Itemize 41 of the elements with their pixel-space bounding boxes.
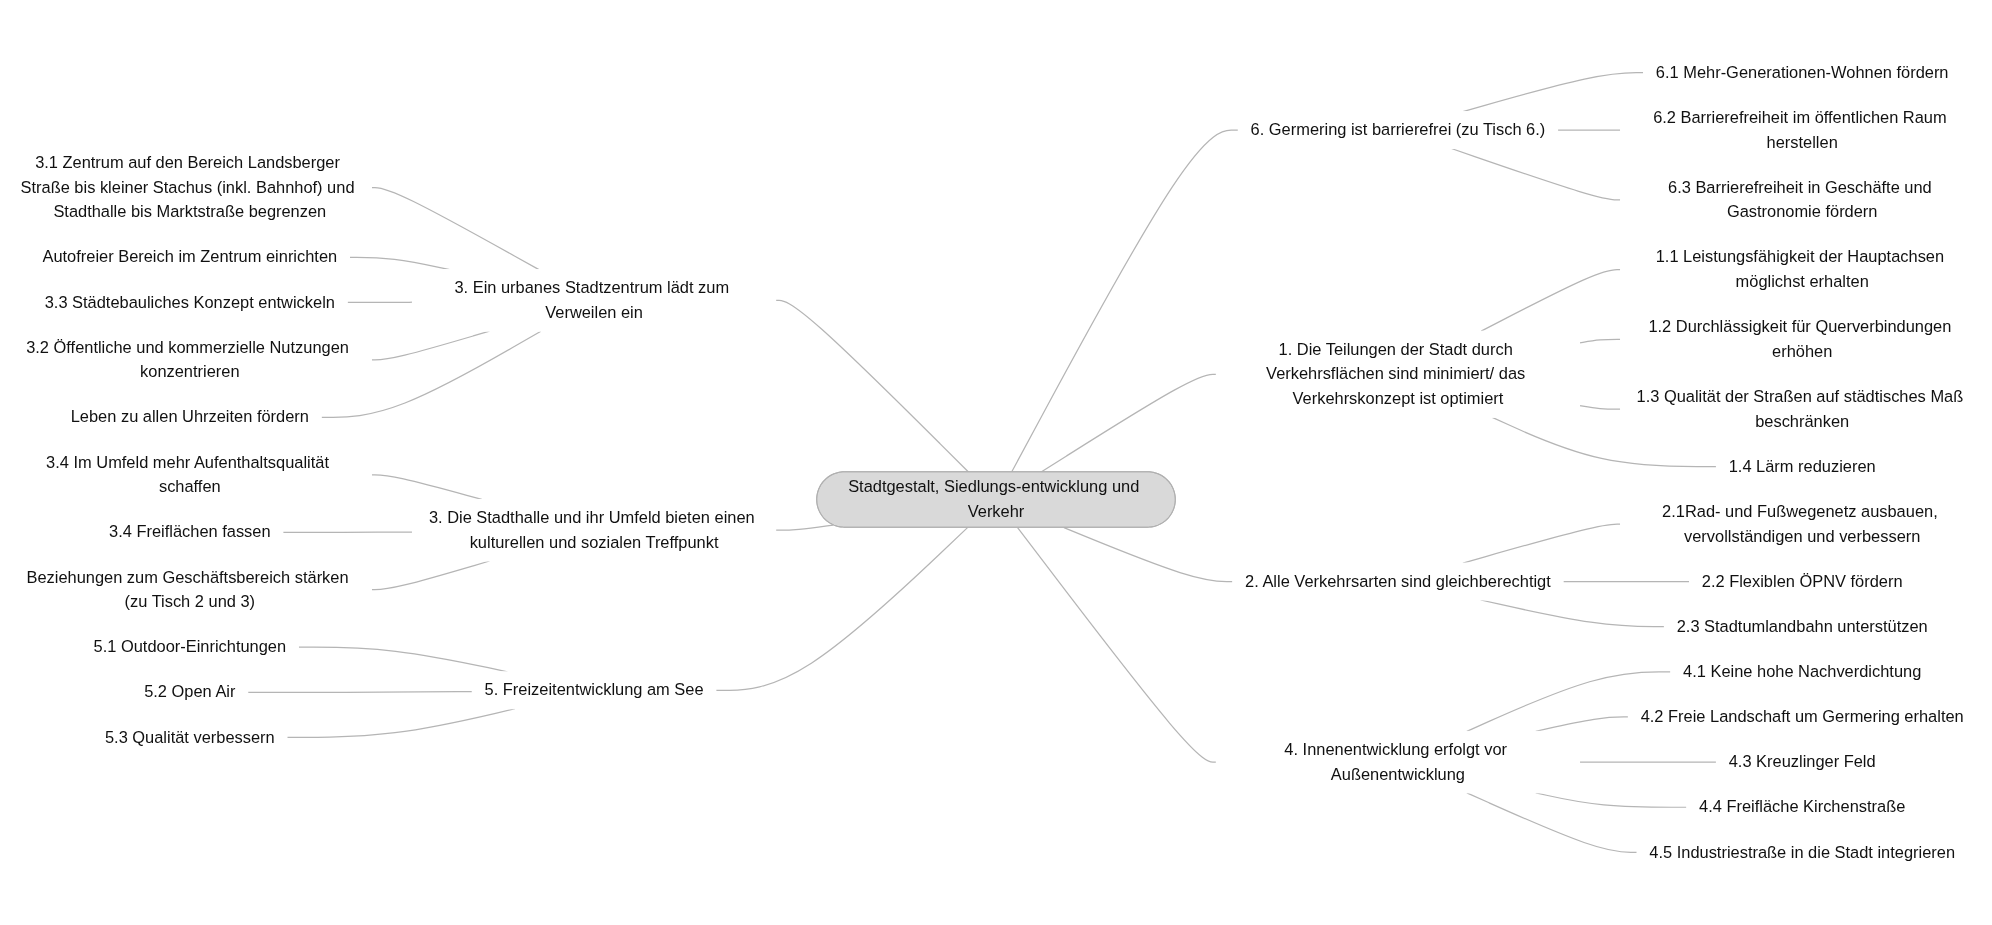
connector [715, 527, 969, 691]
node-text: 3.4 Freiflächen fassen [109, 523, 271, 541]
node-text: Autofreier Bereich im Zentrum einrichten [42, 248, 338, 266]
node-text: 1.2 Durchlässigkeit für Querverbindungen erhöhen [1648, 317, 1952, 360]
node-text: Leben zu allen Uhrzeiten fördern [70, 408, 309, 426]
node-text: 1.4 Lärm reduzieren [1728, 457, 1876, 475]
connector [775, 299, 970, 473]
node-text: 4.3 Kreuzlinger Feld [1728, 752, 1876, 771]
node-text: 5.2 Open Air [144, 683, 236, 701]
node-text: 2.1Rad- und Fußwegenetz ausbauen, vervollständigen und verbessern [1662, 502, 1938, 545]
connector [1016, 527, 1217, 763]
node-text: 6. Germering ist barrierefrei (zu Tisch 6.) [1250, 120, 1546, 139]
node-text: 1. Die Teilungen der Stadt durch Verkehrsflächen sind minimiert/ das Verkehrskonzept ist optimiert [1266, 340, 1526, 408]
node-text: 4.1 Keine hohe Nachverdichtung [1683, 662, 1922, 681]
connector [775, 524, 834, 531]
node-text: 2.3 Stadtumlandbahn unterstützen [1676, 617, 1928, 635]
node-text: 6.3 Barrierefreiheit in Geschäfte und Gastronomie fördern [1668, 178, 1932, 221]
node-text: 2. Alle Verkehrsarten sind gleichberechtigt [1245, 572, 1551, 590]
node-text: 5. Freizeitentwicklung am See [484, 681, 704, 699]
connector [1010, 129, 1239, 473]
node-text: Beziehungen zum Geschäftsbereich stärken (zu Tisch 2 und 3) [26, 568, 349, 611]
node-text: 4.2 Freie Landschaft um Germering erhalten [1640, 707, 1964, 726]
node-text: 1.3 Qualität der Straßen auf städtisches Maß beschränken [1636, 387, 1964, 430]
node-text: 6.1 Mehr-Generationen-Wohnen fördern [1655, 63, 1949, 81]
node-text: 2.2 Flexiblen ÖPNV fördern [1701, 572, 1903, 590]
node-text: 5.3 Qualität verbessern [104, 728, 275, 746]
connector [1040, 373, 1217, 473]
node-text: 5.1 Outdoor-Einrichtungen [93, 637, 287, 656]
node-text: 4. Innenentwicklung erfolgt vor Außenentwicklung [1284, 740, 1507, 783]
node-text: 3.3 Städtebauliches Konzept entwickeln [44, 293, 335, 311]
node-text: 6.2 Barrierefreiheit im öffentlichen Raum herstellen [1653, 108, 1947, 151]
connector [1466, 792, 1638, 853]
connector [247, 690, 473, 693]
node-text: 4.4 Freifläche Kirchenstraße [1699, 798, 1906, 816]
node-text: 3. Ein urbanes Stadtzentrum lädt zum Verweilen ein [454, 278, 730, 321]
node-text: 3.4 Im Umfeld mehr Aufenthaltsqualität schaffen [46, 453, 329, 496]
node-text: 4.5 Industriestraße in die Stadt integrieren [1649, 843, 1956, 861]
node-text: 3. Die Stadthalle und ihr Umfeld bieten einen kulturellen und sozialen Treffpunkt [428, 508, 755, 551]
node-text: 1.1 Leistungsfähigkeit der Hauptachsen möglichst erhalten [1655, 248, 1945, 291]
node-text: 3.2 Öffentliche und kommerzielle Nutzungen konzentrieren [26, 338, 349, 381]
node-text: 3.1 Zentrum auf den Bereich Landsberger Straße bis kleiner Stachus (inkl. Bahnhof) und Stadthalle bis Marktstraße begrenzen [20, 153, 355, 221]
